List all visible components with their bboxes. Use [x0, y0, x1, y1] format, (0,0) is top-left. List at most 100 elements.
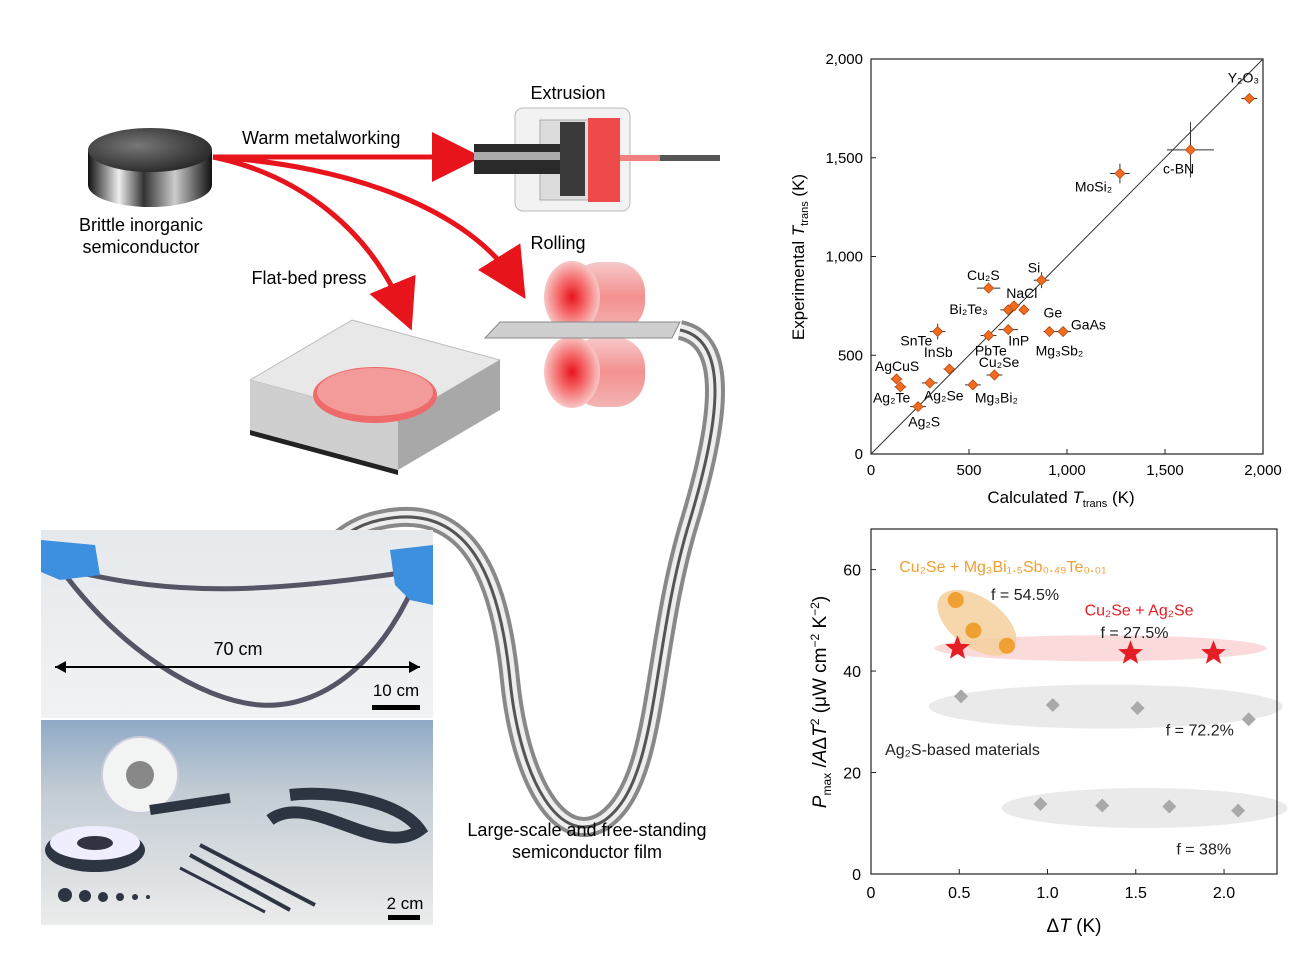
photo-bottom: 2 cm [41, 720, 433, 925]
chart1-data-point [1008, 300, 1020, 312]
chart1-point-label: InSb [924, 344, 953, 360]
process-arrows [212, 132, 526, 331]
chart1-point-label: Ag₂S [908, 413, 940, 429]
glove-right [390, 545, 433, 605]
chart1-x-tick-label: 1,500 [1146, 462, 1184, 479]
chart2-y-axis-label: Pmax /AΔT2 (μW cm−2 K−2) [808, 596, 834, 808]
chart1-point-label: Cu₂Se [979, 354, 1020, 370]
chart1-point-label: Mg₃Sb₂ [1036, 342, 1084, 358]
arrow-to-rolling [212, 154, 526, 299]
photo-top: 70 cm 10 cm [41, 530, 433, 718]
chart2-annotation: f = 54.5% [991, 587, 1059, 604]
chart1-point-label: GaAs [1071, 317, 1106, 333]
chart1-point-label: SnTe [900, 332, 932, 348]
arrow-to-flatbed [212, 154, 416, 331]
chart1-y-tick-label: 1,000 [825, 249, 863, 266]
chart2-circle-point [998, 637, 1015, 654]
chart2-annotation: f = 38% [1176, 842, 1231, 859]
chart1-point-label: c-BN [1163, 161, 1194, 177]
chart1-data-point [965, 379, 981, 391]
chart1-x-axis-label: Calculated Ttrans (K) [987, 488, 1134, 510]
chart2-annotation: f = 72.2% [1166, 722, 1234, 739]
chart1-point-label: Mg₃Bi₂ [975, 390, 1018, 406]
chart2-x-tick-label: 0 [867, 885, 876, 902]
bottom-scale-label: 2 cm [387, 894, 424, 913]
brittle-label-line2: semiconductor [82, 237, 199, 257]
chart2-circle-point [947, 592, 964, 609]
chart2-diamond-point [1162, 799, 1177, 814]
semiconductor-ribbon [275, 320, 725, 837]
chart1-data-point [1166, 122, 1214, 178]
chart1-data-point [1043, 325, 1056, 338]
chart1-data-point [1110, 163, 1130, 184]
film-label-line2: semiconductor film [512, 842, 662, 862]
ellipse-ag2s-high [928, 684, 1283, 729]
chart1-y-tick-label: 1,500 [825, 150, 863, 167]
rolling-label: Rolling [530, 233, 585, 253]
bottom-scale-bar [388, 915, 420, 920]
chart1-data-point [1018, 304, 1030, 316]
chart1-point-label: PbTe [975, 342, 1007, 358]
chart2-diamond-point [954, 689, 969, 704]
chart2-diamond-point [1045, 698, 1060, 713]
flatbed-press: Flat-bed press [248, 268, 502, 475]
chart2-star-point [1201, 640, 1226, 664]
top-scale-bar [372, 705, 420, 710]
chart2-x-tick-label: 1.0 [1036, 885, 1058, 902]
chart1-y-tick-label: 2,000 [825, 51, 863, 68]
chart1-point-label: Si [1028, 259, 1040, 275]
chart1-point-label: AgCuS [875, 358, 919, 374]
chart1-data-point [1241, 92, 1258, 105]
chart1-point-label: InP [1008, 332, 1029, 348]
chart1-data-point [910, 401, 926, 413]
chart1-point-label: Ag₂Te [873, 390, 911, 406]
chart1-point-label: NaCl [1006, 285, 1037, 301]
chart2-annotation: Cu₂Se + Mg₃Bi₁.₅Sb₀.₄₉Te₀.₀₁ [899, 559, 1106, 576]
chart2-diamond-point [1033, 796, 1048, 811]
chart1-point-label: MoSi₂ [1075, 178, 1112, 194]
rolling-mill: Rolling [483, 233, 681, 408]
chart1-reference-line [870, 58, 1264, 455]
chart2-diamond-point [1231, 803, 1246, 818]
chart1-data-point [1055, 325, 1071, 338]
chart2-diamond-point [1241, 712, 1256, 727]
ellipse-cu2se-ag2se [934, 635, 1267, 662]
chart2-x-axis-label: ΔT (K) [1047, 916, 1102, 937]
chart2-annotation: Ag₂S-based materials [885, 742, 1040, 759]
film-label-line1: Large-scale and free-standing [467, 820, 706, 840]
process-schematic: Brittle inorganic semiconductor Warm met… [79, 83, 725, 862]
chart1-x-tick-label: 0 [867, 462, 875, 479]
chart1-data-point [998, 324, 1018, 336]
chart1-data-point [943, 363, 956, 375]
chart2-diamond-point [1095, 798, 1110, 813]
chart2-star-point [1118, 640, 1143, 664]
chart2-frame [870, 528, 1278, 875]
brittle-label-line1: Brittle inorganic [79, 215, 203, 235]
ellipse-ag2s-low [1001, 788, 1288, 829]
chart1-x-tick-label: 2,000 [1244, 462, 1282, 479]
chart1-data-point [894, 381, 907, 393]
chart1-y-axis-label: Experimental Ttrans (K) [789, 174, 811, 340]
chart2-y-tick-label: 20 [843, 766, 861, 783]
chart1-x-tick-label: 500 [956, 462, 981, 479]
chart1-data-point [980, 329, 997, 342]
chart2-star-point [945, 635, 970, 659]
chart2-annotation: Cu₂Se + Ag₂Se [1085, 602, 1194, 619]
chart2-x-tick-label: 0.5 [948, 885, 970, 902]
chart2-x-tick-label: 1.5 [1125, 885, 1147, 902]
chart1-point-label: Ag₂Se [924, 388, 964, 404]
chart2-x-tick-label: 2.0 [1213, 885, 1235, 902]
chart1-y-tick-label: 500 [838, 347, 863, 364]
chart2-diamond-point [1130, 701, 1145, 716]
chart1-data-point [929, 323, 946, 340]
chart1-x-tick-label: 1,000 [1048, 462, 1086, 479]
chart1-data-point [890, 373, 903, 385]
extrusion-die: Extrusion [474, 83, 720, 212]
top-scale-label: 10 cm [373, 681, 419, 700]
chart1-data-point [976, 282, 1001, 294]
warm-metalworking-label: Warm metalworking [242, 128, 400, 148]
flatbed-label: Flat-bed press [251, 268, 366, 288]
